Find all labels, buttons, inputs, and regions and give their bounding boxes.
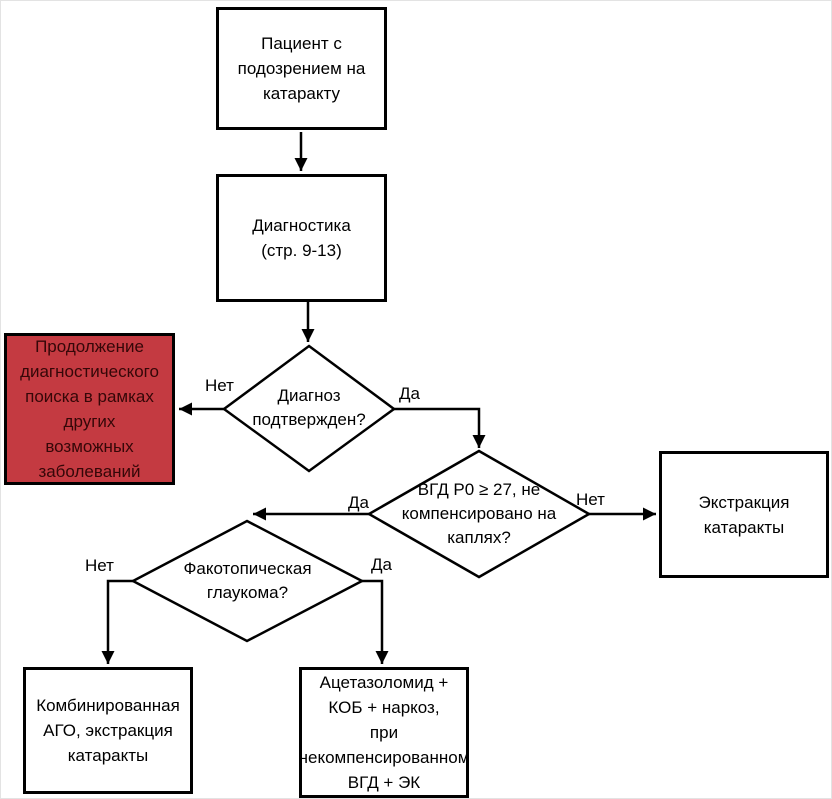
edge-label-diagnosis-no: Нет [205, 376, 234, 395]
arrow-decision3-no [101, 579, 134, 664]
node-acetazolamide-label: Ацетазоломид + КОБ + наркоз, при некомпе… [298, 673, 470, 792]
decision-diamond-iop-uncompensated [366, 449, 592, 579]
arrow-decision3-yes [362, 579, 389, 664]
node-diagnostics-label: Диагностика (стр. 9-13) [252, 216, 351, 260]
edge-label-diagnosis-yes: Да [399, 384, 420, 403]
edge-label-iop-yes: Да [348, 493, 369, 512]
node-patient-label: Пациент с подозрением на катаракту [237, 34, 366, 103]
arrow-decision1-yes [393, 407, 486, 448]
edge-label-phacotopic-yes: Да [371, 555, 392, 574]
node-acetazolamide-regimen: Ацетазоломид + КОБ + наркоз, при некомпе… [299, 667, 469, 798]
edge-label-phacotopic-no: Нет [85, 556, 114, 575]
node-patient-suspected-cataract: Пациент с подозрением на катаракту [216, 7, 387, 130]
decision-diamond-phacotopic-glaucoma [130, 519, 365, 643]
node-continue-diagnostic-search: Продолжение диагностического поиска в ра… [4, 333, 175, 485]
edge-label-iop-no: Нет [576, 490, 605, 509]
node-cataract-extraction: Экстракция катаракты [659, 451, 829, 578]
node-extraction-label: Экстракция катаракты [698, 492, 790, 537]
node-diagnostics: Диагностика (стр. 9-13) [216, 174, 387, 302]
node-continue-search-label: Продолжение диагностического поиска в ра… [20, 337, 159, 481]
node-combined-label: Комбинированная АГО, экстракция катаракт… [36, 696, 180, 765]
node-combined-ago-extraction: Комбинированная АГО, экстракция катаракт… [23, 667, 193, 794]
decision-diamond-diagnosis-confirmed [221, 344, 397, 473]
